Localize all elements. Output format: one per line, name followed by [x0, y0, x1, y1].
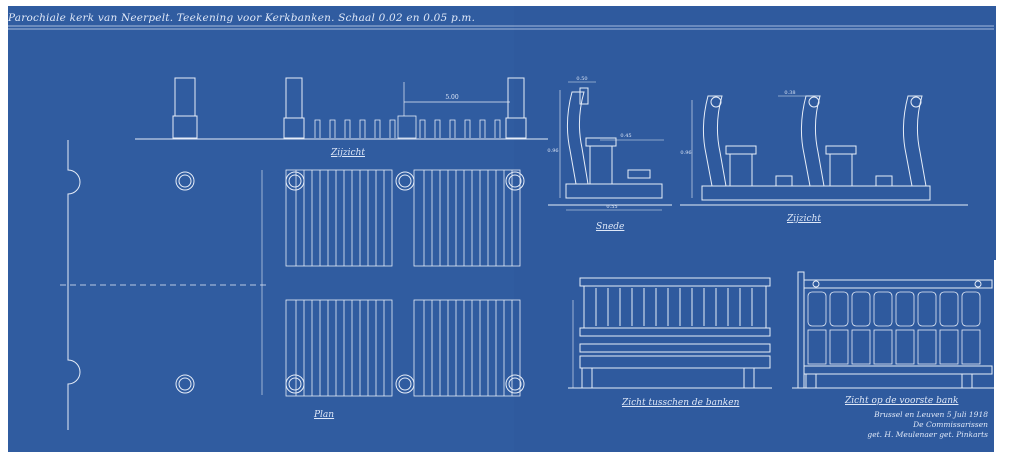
caption-zijzicht-top: Zijzicht: [331, 148, 365, 158]
caption-zijzicht-right: Zijzicht: [787, 214, 821, 224]
plan-pews: [285, 169, 521, 397]
view-between-pews: [568, 277, 772, 389]
torn-edge-right: [994, 260, 1024, 464]
caption-zicht-opde: Zicht op de voorste bank: [845, 396, 959, 406]
caption-plan: Plan: [314, 410, 335, 420]
paper-fold-left: [8, 6, 514, 452]
dim-right-height: 0.96: [680, 150, 691, 156]
signature-block: Brussel en Leuven 5 Juli 1918 De Commiss…: [867, 410, 988, 440]
signature-line-1: Brussel en Leuven 5 Juli 1918: [874, 410, 988, 419]
signature-line-3: get. H. Meulenaer get. Pinkarts: [867, 430, 988, 439]
signature-line-2: De Commissarissen: [913, 420, 988, 429]
view-front-pew: [792, 271, 994, 389]
sheet-title: Parochiale kerk van Neerpelt. Teekening …: [8, 12, 476, 24]
dim-snede-base: 0.55: [606, 204, 617, 210]
title-rule: [8, 25, 994, 30]
dim-snede-seat: 0.45: [620, 133, 631, 139]
right-side-elevation: [680, 95, 968, 206]
dim-snede-top: 0.50: [576, 76, 587, 82]
section-view: [548, 81, 672, 211]
top-side-elevation: [135, 77, 548, 140]
caption-snede: Snede: [596, 222, 625, 232]
dim-snede-height: 0.96: [547, 148, 558, 154]
caption-zicht-tusschen: Zicht tusschen de banken: [622, 398, 740, 408]
dim-right-top: 0.38: [784, 90, 795, 96]
dim-span: 5.00: [445, 94, 459, 101]
